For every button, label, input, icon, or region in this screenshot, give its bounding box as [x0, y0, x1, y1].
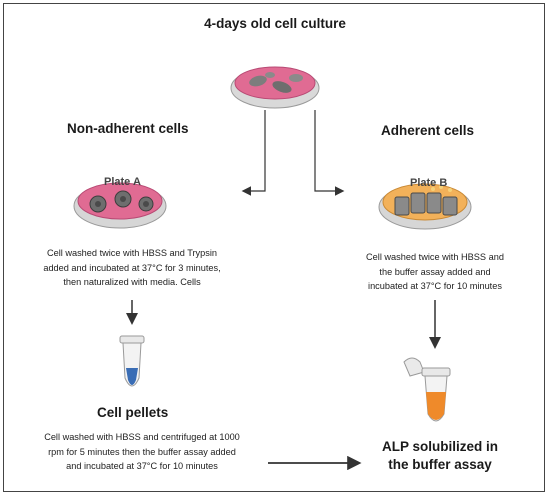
- left-step-line: then naturalized with media. Cells: [63, 277, 201, 287]
- page-title: 4-days old cell culture: [204, 16, 346, 31]
- plate-b-dish: [378, 183, 472, 230]
- non-adherent-heading: Non-adherent cells: [67, 121, 189, 136]
- right-step-line: incubated at 37°C for 10 minutes: [368, 281, 502, 291]
- branch-arrows: [241, 110, 345, 196]
- alp-tube-icon: [403, 357, 451, 422]
- plate-b-label: Plate B: [410, 177, 448, 189]
- left-step-line: added and incubated at 37°C for 3 minute…: [43, 262, 221, 273]
- plate-a-label: Plate A: [104, 176, 141, 188]
- right-step-line: the buffer assay added and: [379, 266, 491, 277]
- pellet-step-line: Cell washed with HBSS and centrifuged at…: [44, 432, 240, 442]
- pellet-step-line: rpm for 5 minutes then the buffer assay …: [48, 446, 236, 457]
- alp-line: ALP solubilized in: [381, 439, 498, 454]
- diagram-frame: [3, 3, 545, 492]
- plate-a-dish: [73, 182, 167, 229]
- adherent-heading: Adherent cells: [381, 123, 475, 138]
- alp-final-text: ALP solubilized in the buffer assay: [372, 438, 508, 474]
- alp-line: the buffer assay: [388, 457, 492, 472]
- left-steps-text: Cell washed twice with HBSS and Trypsin …: [34, 246, 230, 290]
- pellet-tube-icon: [119, 335, 145, 387]
- left-step-line: Cell washed twice with HBSS and Trypsin: [46, 248, 218, 258]
- pellet-step-line: and incubated at 37°C for 10 minutes: [66, 461, 218, 471]
- right-step-line: Cell washed twice with HBSS and: [366, 252, 504, 262]
- top-culture-dish: [230, 66, 320, 109]
- cell-pellets-heading: Cell pellets: [97, 405, 169, 420]
- pellet-steps-text: Cell washed with HBSS and centrifuged at…: [34, 430, 250, 474]
- right-steps-text: Cell washed twice with HBSS and the buff…: [347, 250, 523, 294]
